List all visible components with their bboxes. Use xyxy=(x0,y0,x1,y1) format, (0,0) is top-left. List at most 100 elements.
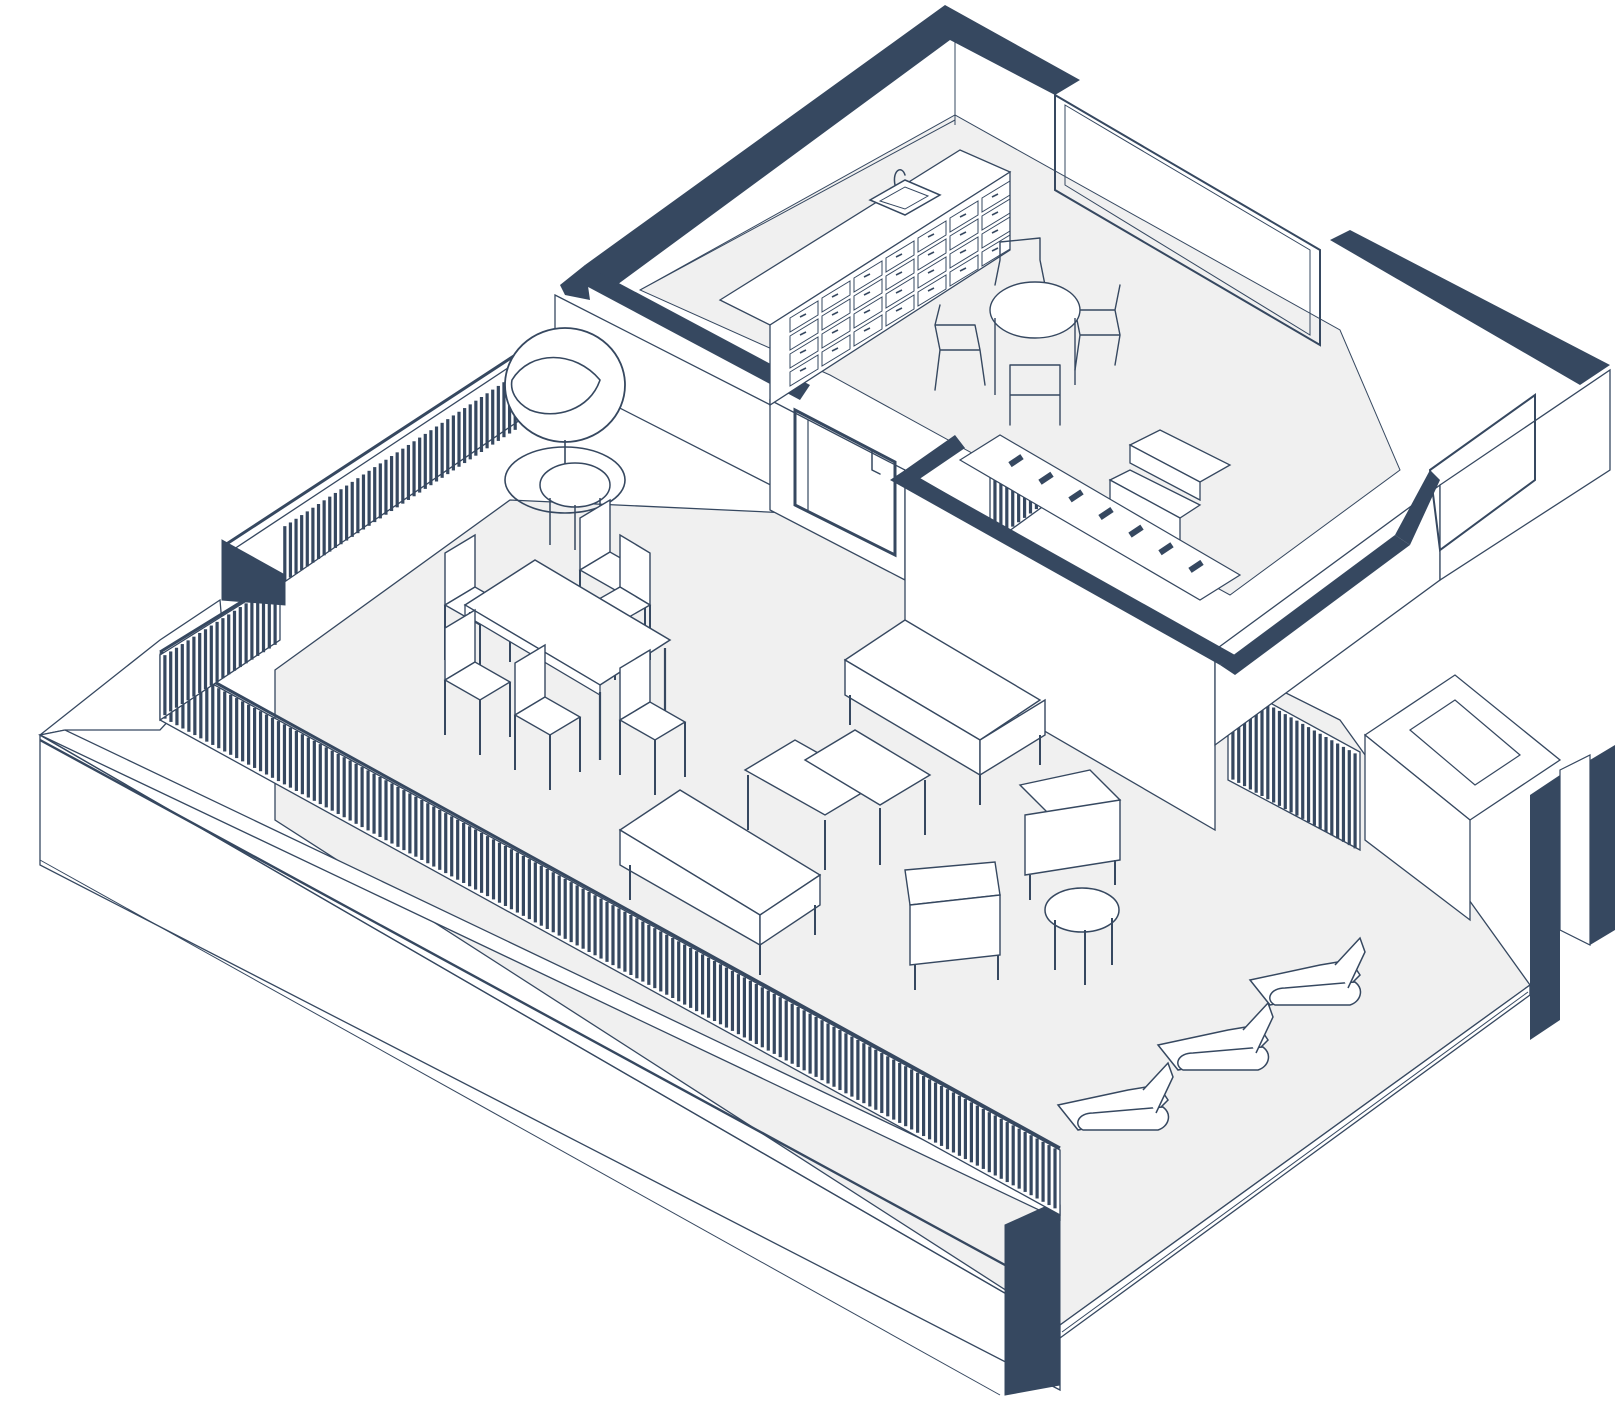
armchair xyxy=(1018,769,1122,900)
sun-lounger xyxy=(1248,936,1366,1006)
handrail-front xyxy=(159,650,1061,1150)
drawer-handle xyxy=(895,271,903,276)
drawer-handle xyxy=(799,331,807,336)
drawer xyxy=(949,254,979,287)
lounge-area xyxy=(618,619,1122,990)
handrail-back xyxy=(224,350,521,547)
drawer xyxy=(789,318,819,351)
drawer-handle xyxy=(799,313,807,318)
chair xyxy=(994,237,1046,286)
egg-shell xyxy=(504,327,626,443)
drawer-handle xyxy=(799,349,807,354)
round-table xyxy=(989,281,1081,395)
wall-cap-front-left xyxy=(575,265,810,400)
drawer xyxy=(917,274,947,307)
wall-cap-back-left xyxy=(585,5,1080,290)
wall-cap-inner-front xyxy=(1220,535,1410,675)
drawer-handle xyxy=(927,287,935,292)
drawer xyxy=(885,258,915,291)
drawer xyxy=(789,354,819,387)
lounger-backrest xyxy=(1242,1001,1274,1054)
drawer xyxy=(821,316,851,349)
drawer-handle xyxy=(863,327,871,332)
drawer-handle xyxy=(991,247,999,252)
drawer xyxy=(949,236,979,269)
planter-inner xyxy=(1409,699,1521,786)
coffee-table-top xyxy=(803,729,932,806)
shelf-divider xyxy=(1098,507,1114,520)
drawer-handle xyxy=(991,193,999,198)
hanging-chair-corner xyxy=(504,327,626,550)
drawer-handle xyxy=(959,267,967,272)
sofa xyxy=(843,619,1046,805)
drawer-handle xyxy=(927,233,935,238)
drawer xyxy=(949,200,979,233)
drawer xyxy=(885,294,915,327)
drawer xyxy=(853,296,883,329)
wall-cap-door-front xyxy=(890,470,1235,665)
shelf-divider xyxy=(1008,454,1024,468)
sun-lounger xyxy=(1056,1061,1174,1131)
drawer xyxy=(853,278,883,311)
drawer xyxy=(917,238,947,271)
bench-seating xyxy=(37,598,1061,1396)
drawer-handle xyxy=(831,347,839,352)
lounger-cushion xyxy=(1077,1106,1170,1131)
planter-side-dark xyxy=(1530,775,1560,1040)
drawer-handle xyxy=(991,229,999,234)
coffee-table xyxy=(803,729,932,865)
drawer xyxy=(853,314,883,347)
bench-end-block xyxy=(1004,1199,1061,1396)
drawer xyxy=(885,240,915,273)
kitchen-dining-set xyxy=(934,237,1121,426)
slab-edge-line xyxy=(39,859,1001,1396)
lounger-backrest xyxy=(1142,1061,1174,1114)
drawer-handle xyxy=(991,211,999,216)
kitchen-counter xyxy=(718,149,1012,407)
open-shelf xyxy=(958,434,1242,601)
faucet-icon xyxy=(893,169,906,186)
planter-box xyxy=(1363,674,1615,1040)
drawer xyxy=(789,336,819,369)
wall-cap-right-upper xyxy=(1330,230,1610,385)
planter-column xyxy=(1559,754,1591,946)
shelf-divider xyxy=(1128,524,1144,538)
drawer xyxy=(981,234,1011,267)
dining-table xyxy=(463,559,672,760)
shelf-divider xyxy=(1068,489,1084,503)
side-table xyxy=(1044,887,1120,985)
slab-side-edge xyxy=(1061,991,1529,1333)
shelf-divider xyxy=(1188,559,1204,573)
wall-cap-door-return xyxy=(905,435,965,480)
drawer xyxy=(949,218,979,251)
dining-area xyxy=(443,498,687,795)
shelf-divider xyxy=(1038,471,1054,485)
drawer xyxy=(821,298,851,331)
drawer-handle xyxy=(863,273,871,278)
drawer-handle xyxy=(831,311,839,316)
drawer-handle xyxy=(959,231,967,236)
drawer-handle xyxy=(831,293,839,298)
drawer-handle xyxy=(863,309,871,314)
armchair xyxy=(904,861,1001,990)
dining-chair xyxy=(513,643,582,790)
armchair-body xyxy=(909,894,1001,966)
lounger-cushion xyxy=(1269,981,1362,1006)
sun-area xyxy=(1056,936,1366,1131)
sun-lounger xyxy=(1156,1001,1274,1071)
dining-chair xyxy=(443,608,512,755)
lounger-backrest xyxy=(1334,936,1366,989)
egg-opening xyxy=(510,356,601,415)
drawer xyxy=(917,220,947,253)
table-top xyxy=(989,281,1081,339)
door-handle-icon xyxy=(871,449,881,475)
door-frame xyxy=(793,407,897,558)
balustrade-corner xyxy=(221,539,286,606)
drawer xyxy=(885,276,915,309)
chair xyxy=(1009,364,1061,426)
drawer xyxy=(981,180,1011,213)
drawer xyxy=(917,256,947,289)
bench-front-line-2 xyxy=(39,734,1061,1326)
dining-chair xyxy=(618,648,687,795)
